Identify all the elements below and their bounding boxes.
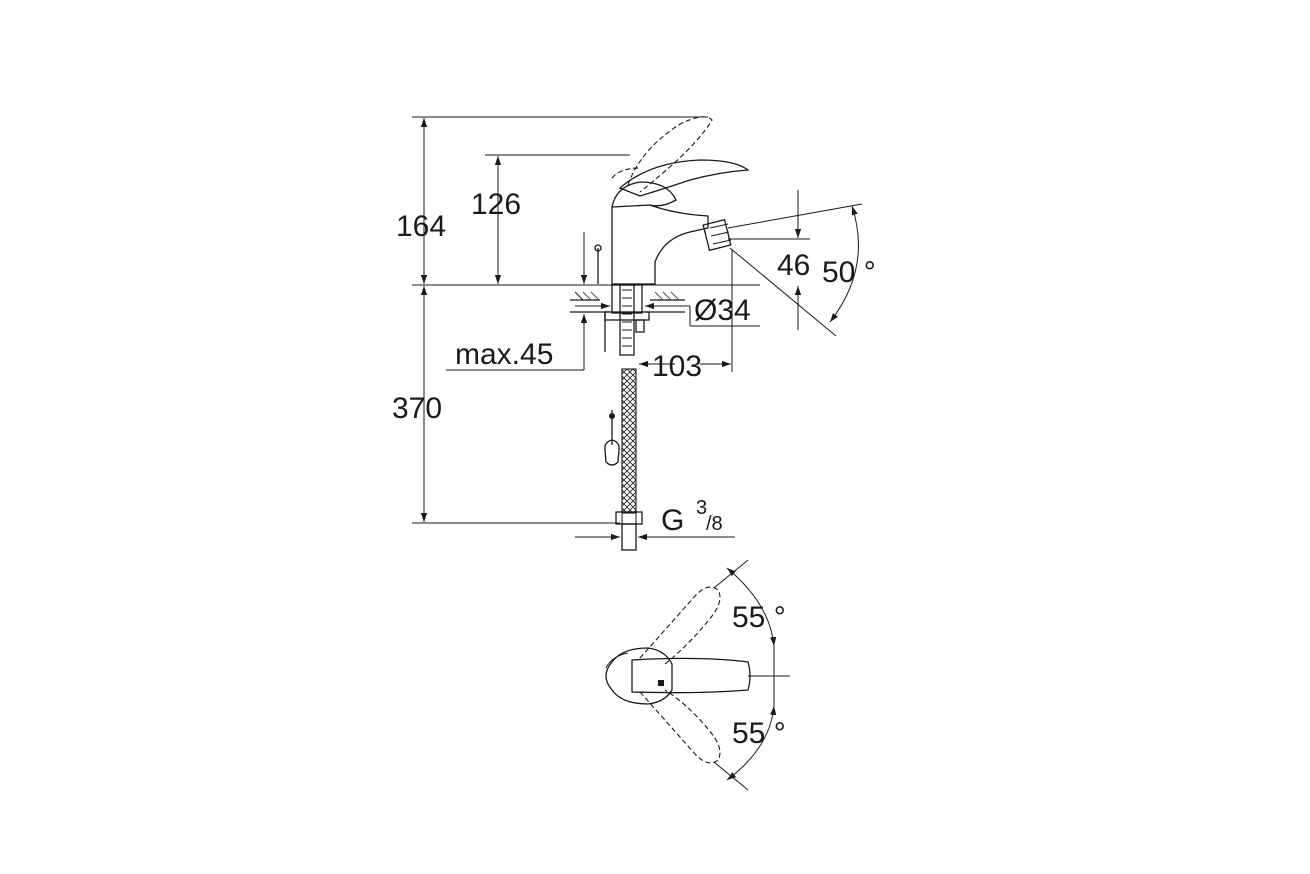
nozzle-ring-1 xyxy=(709,223,729,229)
plan-lever xyxy=(631,657,751,694)
plan-body-highlight xyxy=(605,652,629,669)
mounting-shank xyxy=(611,284,643,314)
plan-view: 55 ° 55 ° xyxy=(605,559,790,791)
rotation-lower-label: 55 ° xyxy=(732,717,786,750)
dimension-50deg-label: 50 ° xyxy=(822,256,876,289)
hose-braid xyxy=(621,368,637,514)
plan-lever-mark xyxy=(658,680,664,686)
side-elevation-view: 164 126 370 xyxy=(392,116,876,551)
flexible-hose xyxy=(615,368,643,551)
angle-ray-lower xyxy=(729,247,837,337)
tap-body xyxy=(594,116,750,285)
hose-tail xyxy=(621,523,637,551)
lever-raised-base xyxy=(611,167,641,179)
popup-ball xyxy=(604,439,620,466)
plan-lever-rotated-lower xyxy=(639,689,721,764)
lever-handle xyxy=(618,159,750,197)
popup-knob xyxy=(594,244,602,252)
dimension-126-label: 126 xyxy=(471,188,521,221)
lever-raised-position xyxy=(627,116,713,193)
deck-section xyxy=(570,284,685,356)
nozzle-ring-2 xyxy=(710,231,730,237)
thread-numerator: 3 xyxy=(696,497,707,519)
dimension-370-label: 370 xyxy=(392,392,442,425)
thread-g-label: G xyxy=(661,504,684,537)
rotation-arc-lower xyxy=(726,705,777,781)
dimension-103-label: 103 xyxy=(652,350,702,383)
plan-body xyxy=(605,647,673,705)
hose-nut xyxy=(615,511,643,525)
tap-body-outline xyxy=(611,204,709,285)
angle-arc-50 xyxy=(829,205,859,323)
dimension-164-label: 164 xyxy=(396,210,446,243)
angle-ray-upper xyxy=(727,203,863,229)
dimension-diameter-label: Ø34 xyxy=(694,294,751,327)
fixing-screw xyxy=(635,319,645,333)
plan-lever-rotated-upper xyxy=(639,586,721,665)
thread-denominator: /8 xyxy=(706,513,723,535)
nozzle-ring-3 xyxy=(712,239,732,245)
popup-joint xyxy=(609,413,615,419)
dimension-max45-label: max.45 xyxy=(455,338,553,371)
lever-base xyxy=(611,181,677,208)
plan-upper-ray xyxy=(713,559,749,589)
popup-linkage xyxy=(604,410,620,466)
rotation-upper-label: 55 ° xyxy=(732,601,786,634)
dimension-46-label: 46 xyxy=(777,249,810,282)
rotation-arc-upper xyxy=(726,567,777,647)
